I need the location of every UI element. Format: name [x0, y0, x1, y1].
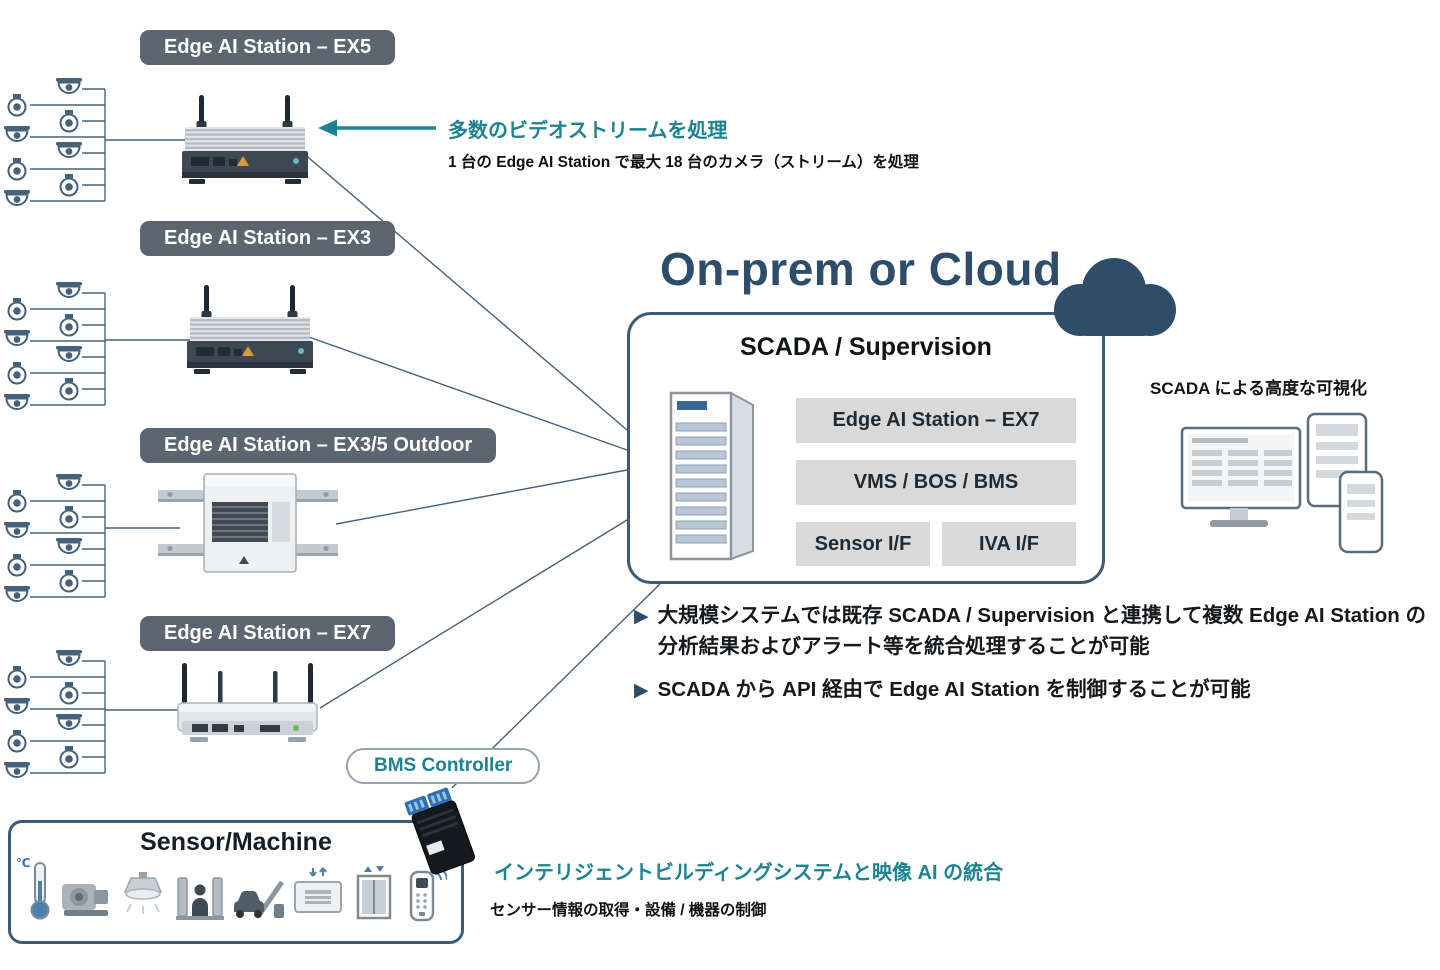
security-gate-icon	[175, 877, 224, 920]
turret-camera-icon	[7, 489, 27, 513]
outdoor-camera-wiring	[30, 484, 180, 598]
integration-note-detail: センサー情報の取得・設備 / 機器の制御	[490, 902, 767, 919]
turret-camera-icon	[7, 297, 27, 321]
turret-camera-icon	[59, 173, 79, 197]
turret-camera-icon	[7, 729, 27, 753]
ex5-device-illustration	[182, 95, 308, 184]
turret-camera-icon	[59, 377, 79, 401]
station-badge-ex7: Edge AI Station – EX7	[140, 616, 396, 651]
turret-camera-icon	[7, 361, 27, 385]
ex3-camera-group	[3, 281, 83, 410]
dome-camera-icon	[55, 713, 83, 730]
bullet-item: ▶ 大規模システムでは既存 SCADA / Supervision と連携して複…	[634, 601, 1440, 663]
ex5-camera-group	[3, 77, 83, 206]
sensor-machine-icons: ℃	[11, 856, 461, 926]
dome-camera-icon	[55, 537, 83, 554]
thermometer-icon	[30, 862, 50, 920]
scada-bullet-notes: ▶ 大規模システムでは既存 SCADA / Supervision と連携して複…	[634, 601, 1440, 705]
integration-note-title: インテリジェントビルディングシステムと映像 AI の統合	[494, 862, 1004, 884]
scada-title: SCADA / Supervision	[740, 333, 992, 361]
station-badge-ex3: Edge AI Station – EX3	[140, 221, 396, 256]
ex3-device-illustration	[187, 285, 313, 374]
ex7-camera-group	[3, 649, 83, 778]
dome-camera-icon	[55, 345, 83, 362]
sensor-machine-title: Sensor/Machine	[140, 828, 332, 856]
dome-camera-icon	[3, 761, 31, 778]
sensor-machine-box: Sensor/Machine ℃	[8, 820, 464, 944]
dome-camera-icon	[55, 141, 83, 158]
bullet-text: SCADA から API 経由で Edge AI Station を制御すること…	[657, 677, 1251, 701]
thermometer-cell: ℃	[16, 856, 55, 926]
module-chip-sensor-if: Sensor I/F	[796, 522, 930, 566]
turret-camera-icon	[59, 109, 79, 133]
dome-camera-icon	[3, 585, 31, 602]
module-chip-iva-if: IVA I/F	[942, 522, 1076, 566]
turret-camera-icon	[7, 93, 27, 117]
bullet-item: ▶ SCADA から API 経由で Edge AI Station を制御する…	[634, 675, 1440, 706]
stream-note-detail: 1 台の Edge AI Station で最大 18 台のカメラ（ストリーム）…	[448, 154, 919, 171]
bms-controller-badge: BMS Controller	[346, 748, 541, 784]
ex7-device-illustration	[177, 663, 318, 742]
visualization-caption: SCADA による高度な可視化	[1150, 379, 1368, 398]
turret-camera-icon	[59, 681, 79, 705]
elevator-icon	[356, 866, 392, 920]
scada-visualization-devices-icon	[1180, 412, 1384, 554]
turret-camera-icon	[7, 553, 27, 577]
station-badge-ex35-outdoor: Edge AI Station – EX3/5 Outdoor	[140, 428, 497, 463]
stream-arrow	[318, 119, 436, 137]
turret-camera-icon	[59, 745, 79, 769]
dome-camera-icon	[55, 473, 83, 490]
device-to-scada-links	[301, 151, 661, 789]
bms-controller-device-illustration	[404, 787, 475, 875]
bullet-text: 大規模システムでは既存 SCADA / Supervision と連携して複数 …	[657, 604, 1426, 658]
cloud-heading: On-prem or Cloud	[660, 243, 1062, 295]
turret-camera-icon	[7, 157, 27, 181]
dome-camera-icon	[55, 649, 83, 666]
scada-supervision-box: SCADA / Supervision Edge AI Station – EX…	[627, 312, 1105, 584]
module-chip-vms-bos-bms: VMS / BOS / BMS	[796, 460, 1076, 505]
dome-camera-icon	[3, 329, 31, 346]
stream-note-title: 多数のビデオストリームを処理	[448, 120, 728, 142]
machine-icon	[61, 884, 108, 916]
ex5-camera-wiring	[30, 88, 195, 202]
dome-camera-icon	[55, 77, 83, 94]
dome-camera-icon	[55, 281, 83, 298]
server-tower-icon	[669, 391, 754, 561]
dome-camera-icon	[3, 189, 31, 206]
dome-camera-icon	[3, 125, 31, 142]
celsius-label: ℃	[16, 856, 31, 870]
dome-camera-icon	[3, 393, 31, 410]
dome-camera-icon	[3, 521, 31, 538]
turret-camera-icon	[59, 505, 79, 529]
bullet-marker: ▶	[634, 606, 649, 627]
ex3-camera-wiring	[30, 292, 200, 406]
ex7-camera-wiring	[30, 660, 195, 774]
dome-camera-icon	[3, 697, 31, 714]
ceiling-light-icon	[123, 872, 162, 914]
turret-camera-icon	[59, 569, 79, 593]
hvac-vent-icon	[294, 867, 343, 913]
car-barrier-icon	[234, 880, 285, 918]
outdoor-device-illustration	[158, 473, 338, 573]
cloud-icon	[1054, 258, 1176, 336]
turret-camera-icon	[7, 665, 27, 689]
station-badge-ex5: Edge AI Station – EX5	[140, 30, 396, 65]
bullet-marker: ▶	[634, 679, 649, 701]
turret-camera-icon	[59, 313, 79, 337]
module-chip-edge-ai-station-ex7: Edge AI Station – EX7	[796, 398, 1076, 443]
outdoor-camera-group	[3, 473, 83, 602]
